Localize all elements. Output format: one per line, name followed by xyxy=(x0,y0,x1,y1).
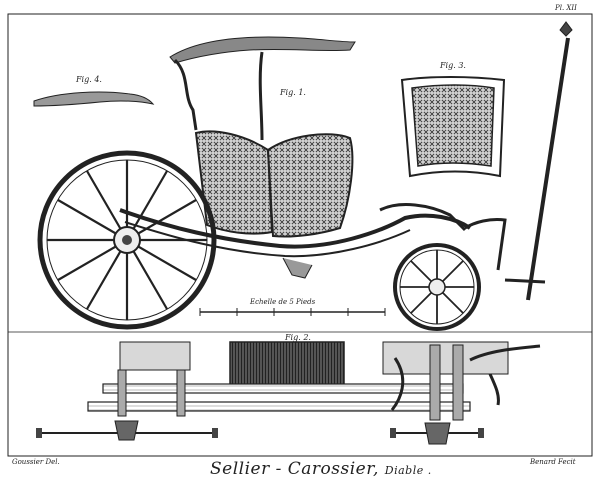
plate-title-sub: Diable . xyxy=(384,464,432,477)
plan-figure xyxy=(36,341,541,445)
fig2-label: Fig. 2. xyxy=(285,333,311,342)
fig1-label: Fig. 1. xyxy=(280,88,306,97)
plate-title: Sellier - Carossier, Diable . xyxy=(210,459,432,479)
bracket-figure xyxy=(33,91,155,107)
scale-bar xyxy=(199,308,386,316)
panel-figure xyxy=(400,76,506,178)
fig4-label: Fig. 4. xyxy=(76,75,102,84)
fig3-label: Fig. 3. xyxy=(440,61,466,70)
plate-number: Pl. XII xyxy=(555,4,577,12)
carriage-figure xyxy=(37,21,573,331)
draughtsman-credit: Goussier Del. xyxy=(12,458,60,466)
plate-title-main: Sellier - Carossier, xyxy=(210,459,379,479)
scale-label: Echelle de 5 Pieds xyxy=(250,298,316,306)
engraver-credit: Benard Fecit xyxy=(530,458,576,466)
